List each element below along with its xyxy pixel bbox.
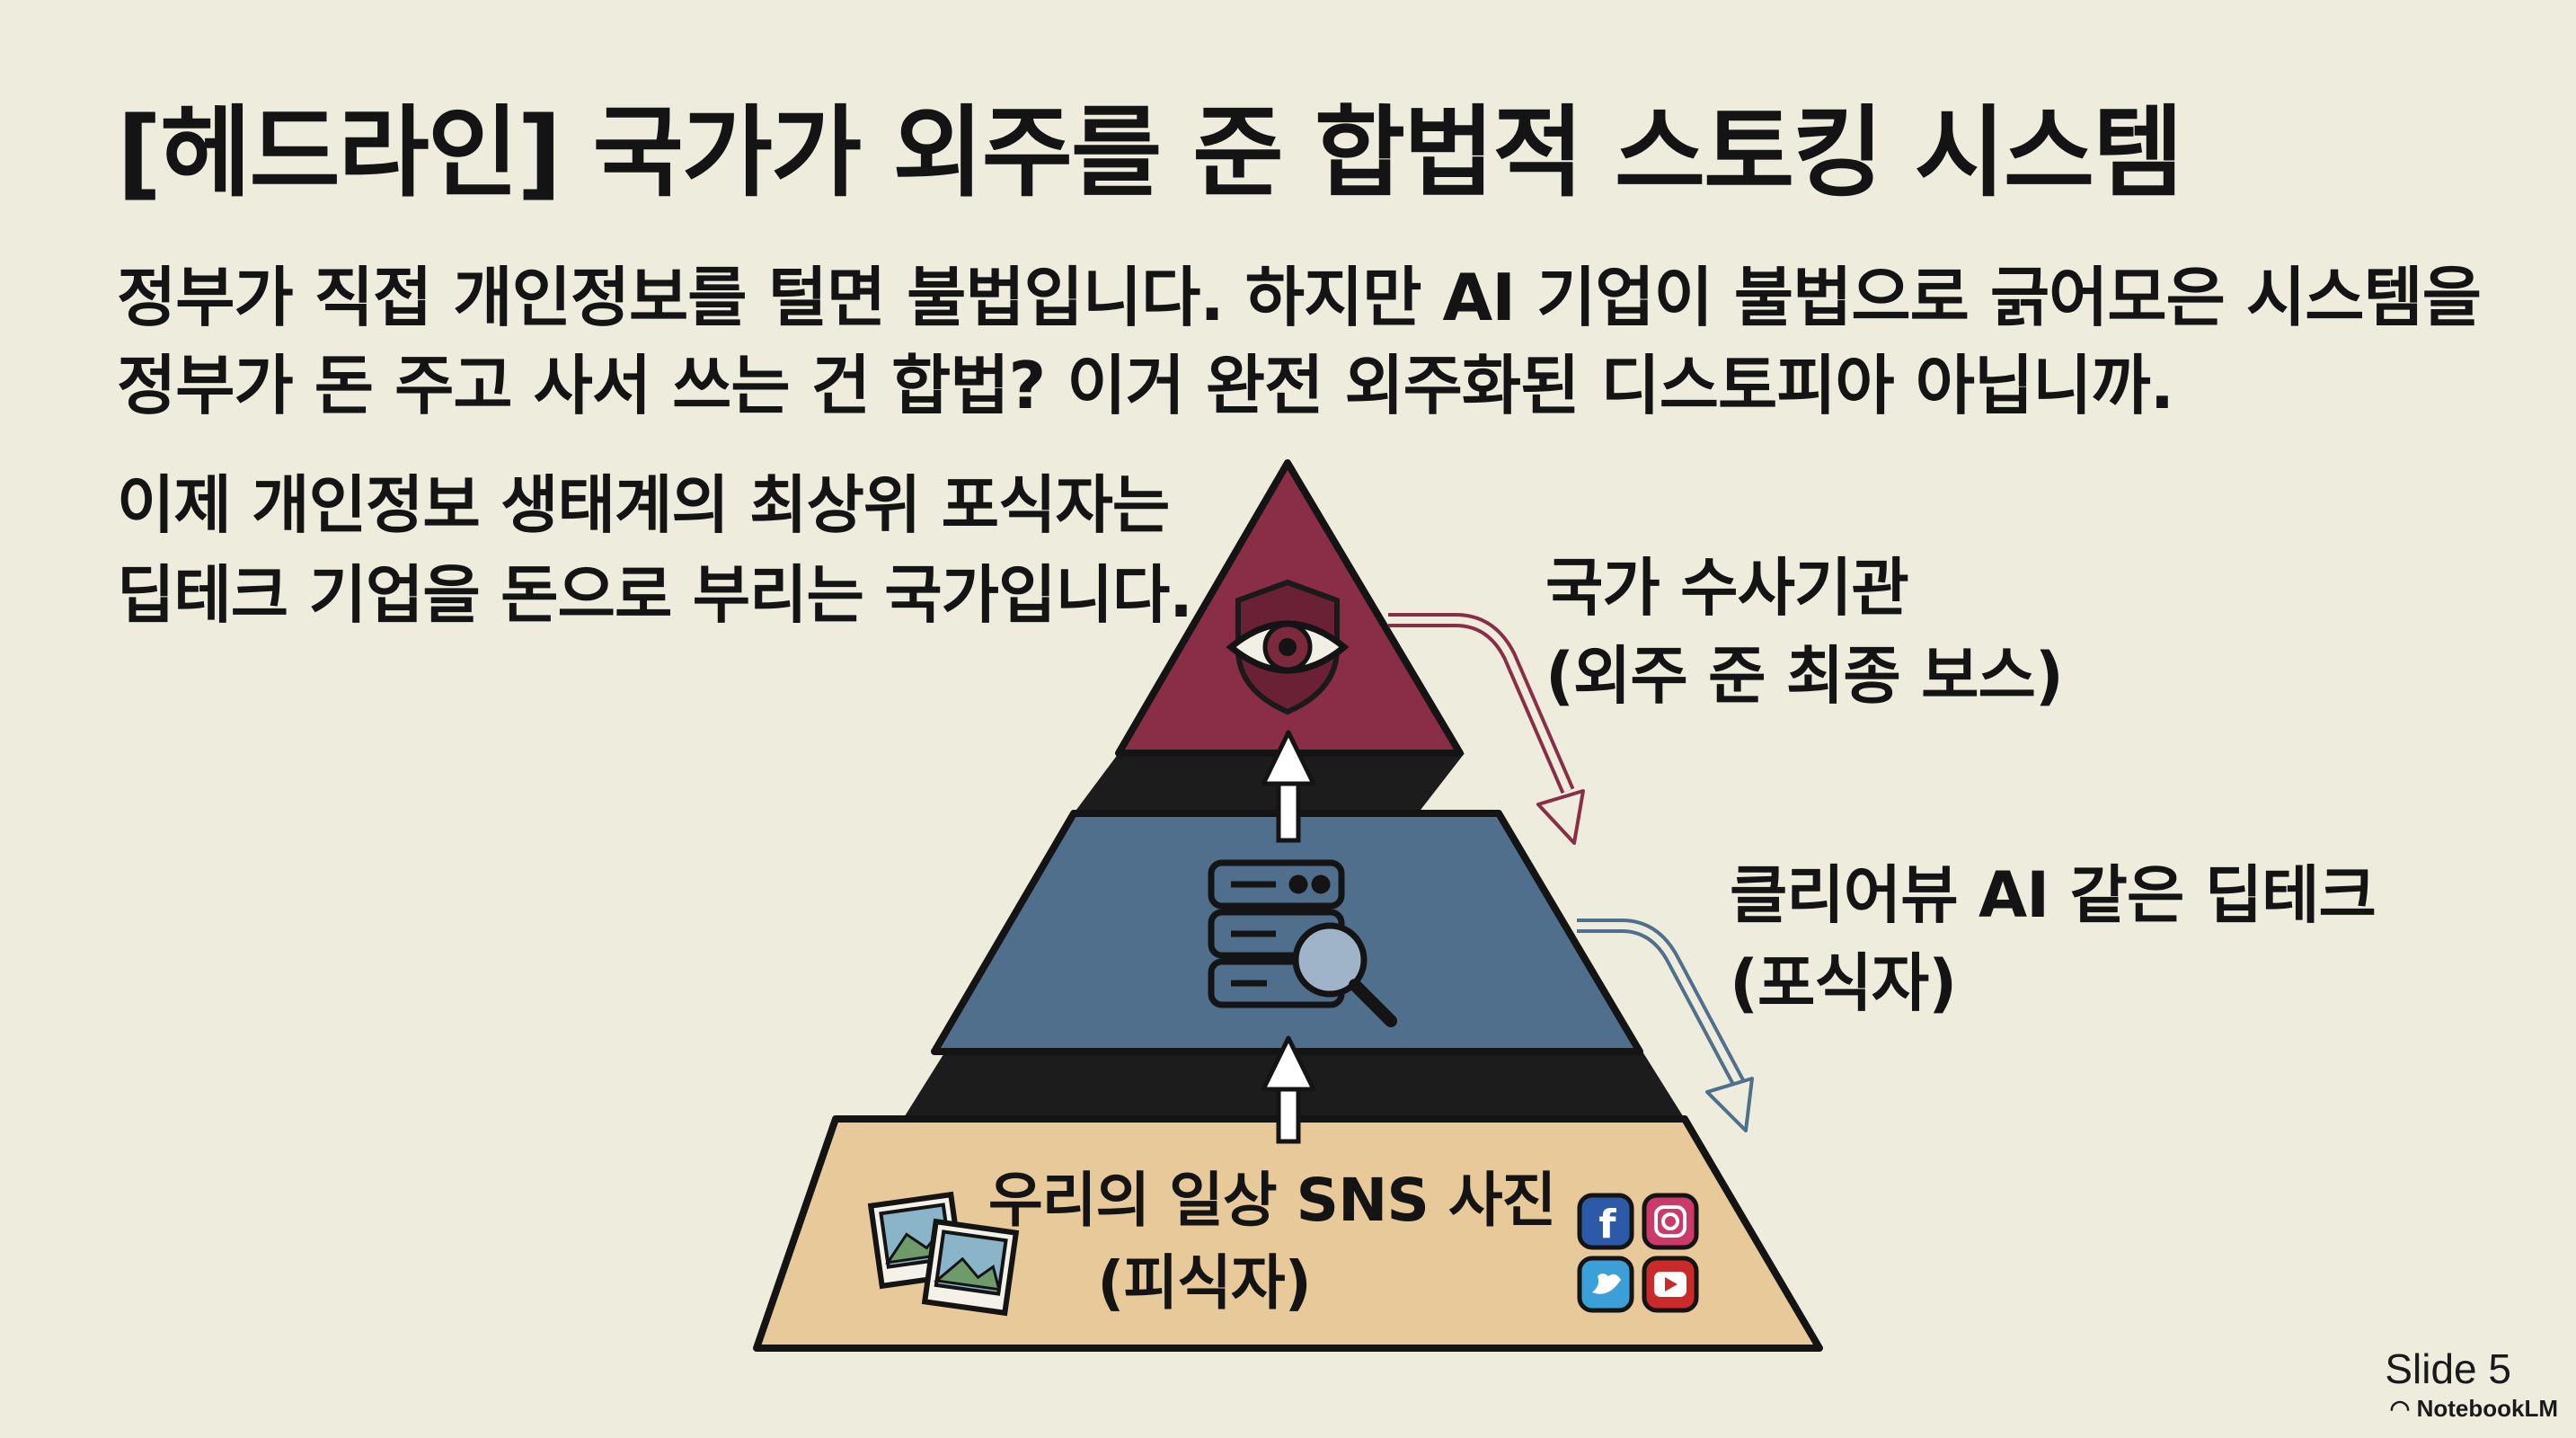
- brand-label: ◠ NotebookLM: [2390, 1395, 2558, 1423]
- top-tier-label-line-2: (외주 준 최종 보스): [1545, 632, 2063, 720]
- base-tier-label-line-2: (피식자): [988, 1242, 1420, 1325]
- svg-text:f: f: [1598, 1202, 1616, 1247]
- facebook-icon: f: [1580, 1195, 1632, 1247]
- base-tier-label-line-1: 우리의 일상 SNS 사진: [988, 1159, 1420, 1242]
- base-tier-label: 우리의 일상 SNS 사진 (피식자): [988, 1159, 1420, 1325]
- slide-number: Slide 5: [2385, 1345, 2511, 1393]
- top-tier-label-line-1: 국가 수사기관: [1545, 544, 2063, 632]
- top-tier-label: 국가 수사기관 (외주 준 최종 보스): [1545, 544, 2063, 720]
- brand-name: NotebookLM: [2417, 1395, 2558, 1422]
- youtube-icon: [1644, 1258, 1696, 1310]
- instagram-icon: [1644, 1195, 1696, 1247]
- twitter-icon: [1580, 1258, 1632, 1310]
- pyramid-top-tier: [1119, 463, 1460, 753]
- notebooklm-logo-icon: ◠: [2390, 1395, 2417, 1422]
- middle-tier-label-line-2: (포식자): [1730, 939, 2376, 1027]
- pyramid-middle-tier: [934, 813, 1640, 1052]
- middle-tier-label-line-1: 클리어뷰 AI 같은 딥테크: [1730, 851, 2376, 939]
- middle-tier-label: 클리어뷰 AI 같은 딥테크 (포식자): [1730, 851, 2376, 1027]
